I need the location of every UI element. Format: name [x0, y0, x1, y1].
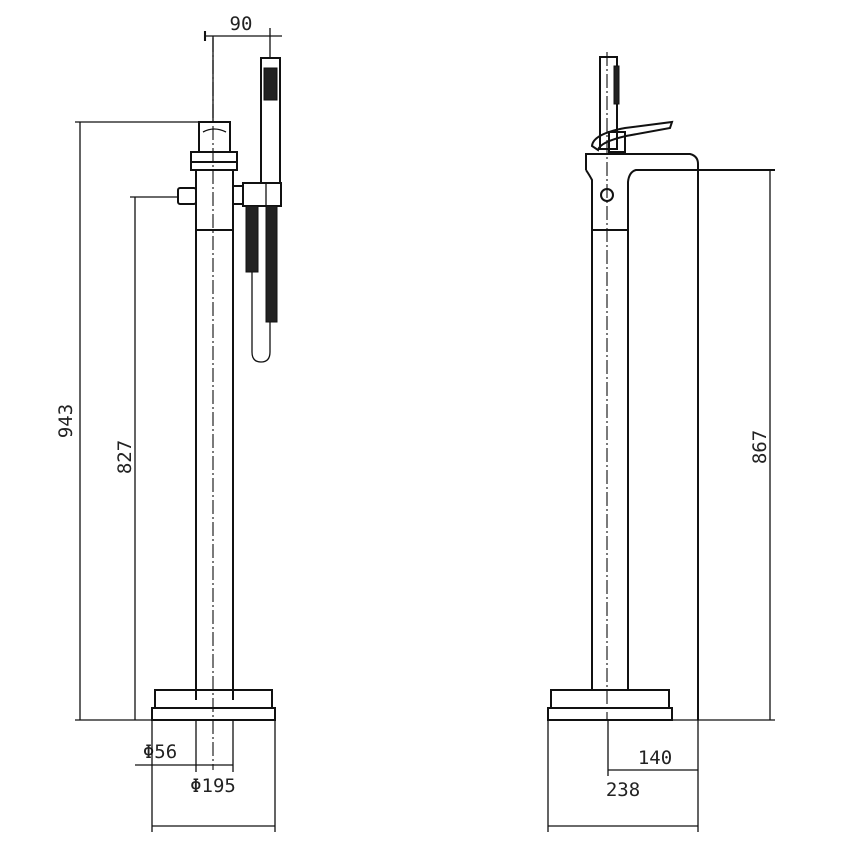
- hose-nut-dark: [245, 205, 259, 273]
- side-knob-hole: [600, 188, 614, 202]
- mixer-knob: [177, 187, 197, 205]
- side-base-top: [550, 689, 670, 709]
- side-base-bottom: [547, 707, 673, 721]
- front-dimensions: 90 943 827 Φ56 Φ195: [55, 13, 282, 832]
- shower-holder: [242, 182, 282, 207]
- cap-detail: [202, 128, 227, 133]
- hose-connector: [232, 185, 244, 205]
- front-view: [151, 38, 282, 770]
- side-body-right: [627, 169, 775, 690]
- side-lever-handle: [590, 120, 674, 152]
- dim-label-140: 140: [638, 747, 672, 769]
- dim-label-238: 238: [606, 779, 640, 801]
- dim-label-195: Φ195: [190, 775, 236, 797]
- lever-base: [608, 131, 626, 153]
- shower-hose-loop: [251, 272, 271, 363]
- side-body-spout: [585, 153, 699, 720]
- shower-hose-dark: [265, 205, 278, 323]
- dim-label-867: 867: [749, 430, 771, 464]
- side-body-left: [585, 169, 593, 690]
- hand-shower-grip: [263, 67, 278, 101]
- dim-label-827: 827: [114, 440, 136, 474]
- front-base-bottom: [151, 707, 276, 721]
- side-dimensions: 867 140 238: [547, 170, 775, 832]
- side-view: [547, 52, 775, 721]
- front-top-cap: [198, 121, 231, 153]
- dim-label-943: 943: [55, 404, 77, 438]
- dim-label-56: Φ56: [143, 741, 177, 763]
- side-shower-grip: [613, 65, 620, 105]
- dim-label-90: 90: [230, 13, 253, 35]
